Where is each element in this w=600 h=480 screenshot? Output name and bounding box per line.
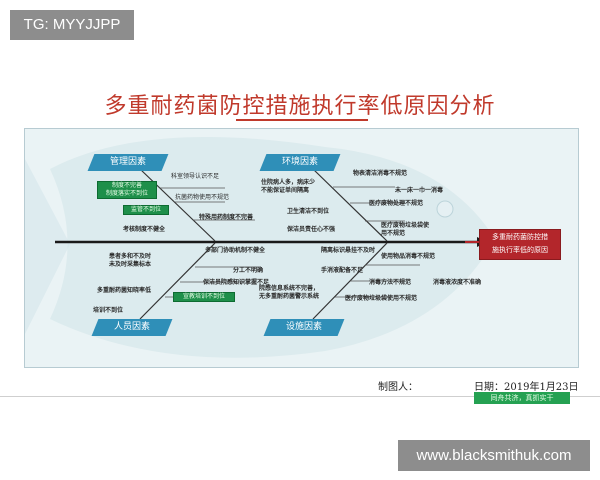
cause-label: 使用物品消毒不规范: [381, 253, 436, 260]
cause-label: 卫生清洁不到位: [287, 208, 330, 215]
cause-label: 多重耐药菌知晓率低: [97, 287, 152, 294]
cause-label: 特殊用药制度不完善: [199, 214, 254, 221]
fish-eye: [436, 200, 454, 218]
cause-label: 分工不明确: [233, 267, 264, 274]
category-facility: 设施因素: [263, 319, 345, 336]
cause-label: 医疗废物垃圾袋使用不规范: [345, 295, 418, 302]
category-environment: 环境因素: [259, 154, 341, 171]
bottom-watermark-badge: www.blacksmithuk.com: [398, 440, 590, 471]
green-box-supervision: 监管不到位: [123, 205, 169, 215]
green-box-system: 制度不完善 制度落实不到位: [97, 181, 157, 199]
bone-personnel: [139, 242, 216, 320]
cause-label: 患者多和不及时 未及时采集标本: [109, 253, 152, 268]
top-watermark-badge: TG: MYYJJPP: [10, 10, 134, 40]
cause-label: 未一床一巾一消毒: [395, 187, 444, 194]
fishbone-diagram: 管理因素 环境因素 人员因素 设施因素 制度不完善 制度落实不到位 监管不到位 …: [24, 128, 579, 368]
cause-label: 消毒方法不规范: [369, 279, 412, 286]
fishbone-skeleton: [25, 136, 495, 358]
cause-label: 保洁员责任心不强: [287, 226, 336, 233]
fish-silhouette: [50, 136, 495, 358]
footer-rule: [0, 396, 600, 397]
cause-label: 培训不到位: [93, 307, 124, 314]
cause-label: 医疗废物处理不规范: [369, 200, 424, 207]
green-box-training: 宣教培训不到位: [173, 292, 235, 302]
page-title: 多重耐药菌防控措施执行率低原因分析: [104, 94, 496, 119]
cause-label: 科室领导认识不足: [171, 173, 220, 180]
problem-line-2: 施执行率低的原因: [492, 246, 548, 254]
category-management: 管理因素: [87, 154, 169, 171]
cause-label: 考核制度不健全: [123, 226, 166, 233]
maker-label: 制图人：: [378, 382, 418, 393]
bone-environment: [312, 168, 388, 242]
cause-label: 手消液配备不足: [321, 267, 364, 274]
problem-line-1: 多重耐药菌防控措: [492, 233, 548, 241]
date-label: 日期：2019年1月23日: [474, 382, 579, 393]
cause-label: 物表清洁消毒不规范: [353, 170, 408, 177]
cause-label: 院感信息系统不完善， 无多重耐药菌警示系统: [259, 285, 320, 300]
title-underline: [236, 119, 368, 121]
problem-head: 多重耐药菌防控措 施执行率低的原因: [479, 229, 561, 260]
cause-label: 保洁员院感知识掌握不足: [203, 279, 270, 286]
slogan-badge: 同舟共济，真抓实干: [474, 392, 570, 404]
fish-tail: [25, 159, 70, 334]
cause-label: 隔离标识悬挂不及时: [321, 247, 376, 254]
cause-label: 抗菌药物使用不规范: [175, 194, 230, 201]
cause-label: 住院病人多，病床少 不能保证单间隔离: [261, 179, 316, 194]
cause-label: 消毒液浓度不准确: [433, 279, 482, 286]
category-personnel: 人员因素: [91, 319, 173, 336]
cause-label: 医疗废物垃圾袋使 用不规范: [381, 222, 430, 237]
sub-branches: [160, 186, 420, 298]
cause-label: 多部门协助机制不健全: [205, 247, 266, 254]
